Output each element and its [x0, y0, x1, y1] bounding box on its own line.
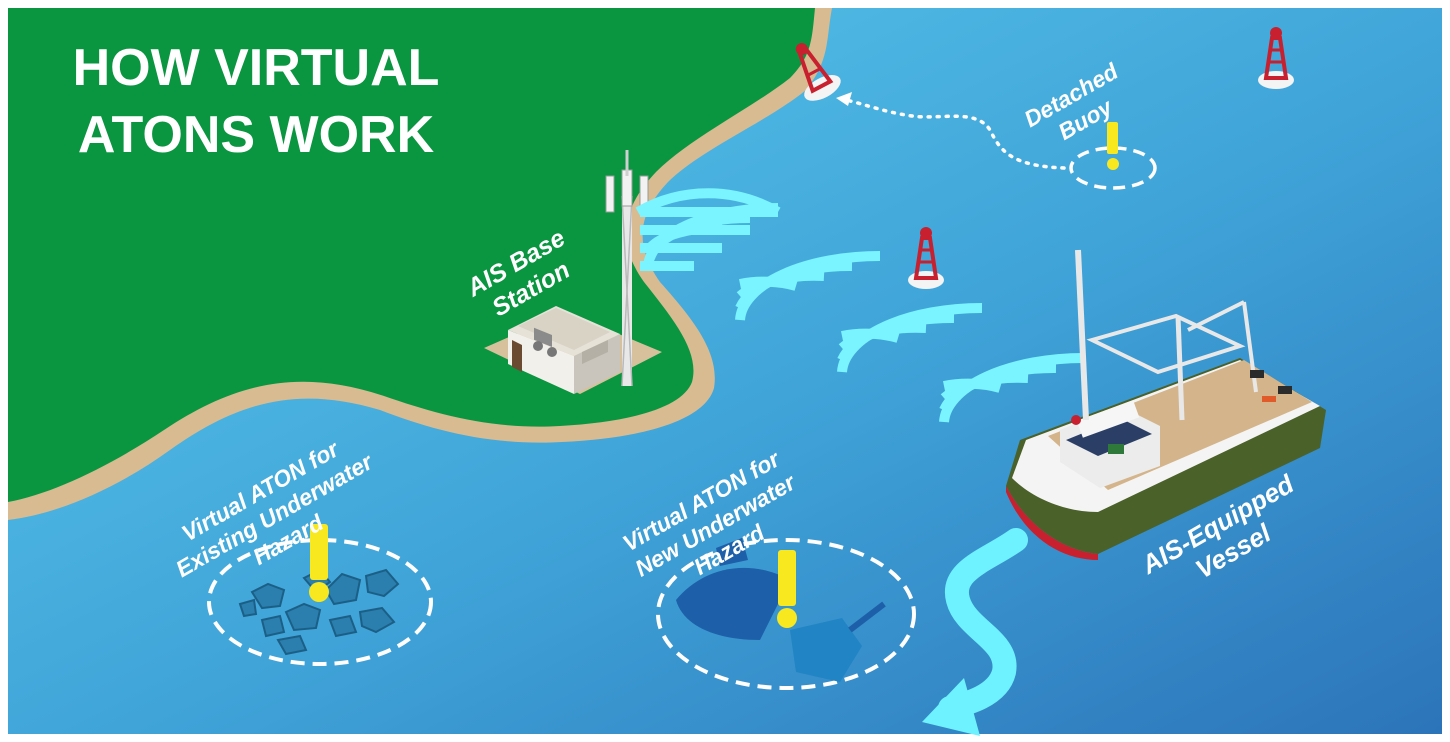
new-hazard-alert-icon	[777, 550, 797, 628]
new-hazard-circle	[656, 538, 916, 690]
buoy-icon	[795, 43, 841, 101]
cell-tower-icon	[605, 150, 649, 387]
existing-hazard-alert-icon	[309, 524, 329, 602]
detached-buoy-arrowhead	[836, 92, 852, 106]
route-arrow-icon	[922, 528, 1028, 736]
shipwreck-icon	[676, 538, 886, 682]
detached-buoy-path	[844, 98, 1066, 170]
detached-buoy-circle	[1069, 146, 1157, 190]
base-station-building	[484, 306, 662, 394]
signal-waves	[643, 203, 1085, 423]
rock-hazard-icon	[238, 568, 400, 656]
alert-exclamation-icon	[1107, 122, 1119, 170]
buoy-mid	[908, 227, 944, 289]
buoy-top-right	[1258, 27, 1294, 89]
ship-icon	[1006, 249, 1326, 560]
existing-hazard-circle	[207, 538, 433, 666]
title-line-2: ATONS WORK	[78, 106, 435, 164]
title-line-1: HOW VIRTUAL	[73, 39, 440, 97]
land	[8, 8, 815, 502]
